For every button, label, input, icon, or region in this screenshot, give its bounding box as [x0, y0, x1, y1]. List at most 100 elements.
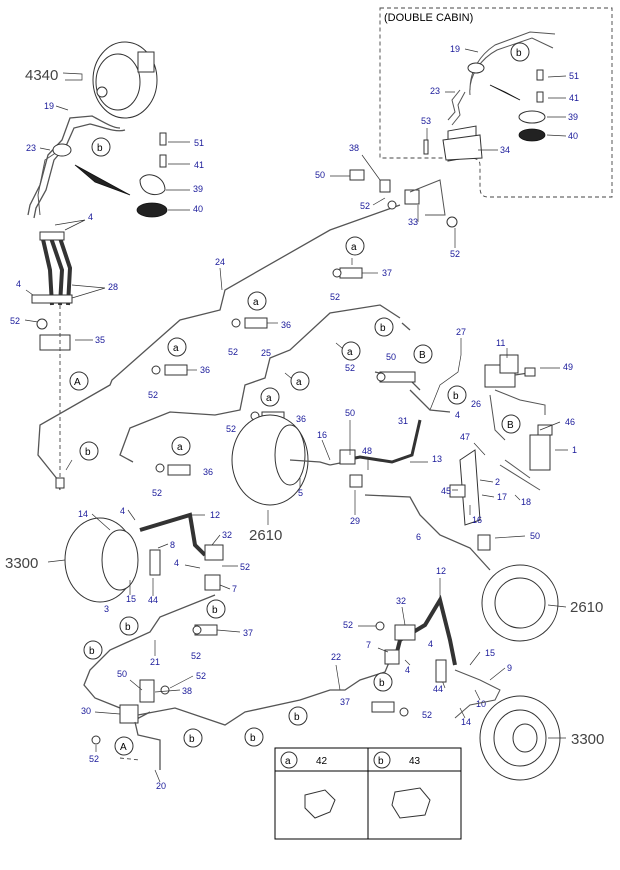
line-22: 22 b b b b 37 52 [137, 652, 432, 748]
proportioning-valve: 11 27 49 50 52 31 4 26 46 B b B [345, 327, 575, 441]
label-52-right: 52 [343, 620, 353, 630]
label-28: 28 [108, 282, 118, 292]
label-41-main: 41 [194, 160, 204, 170]
label-4340: 4340 [25, 67, 58, 84]
clip-group-36a: a 36 52 [228, 291, 291, 357]
label-14-right: 14 [461, 717, 471, 727]
marker-A-left: A [74, 377, 81, 388]
label-52-top-left: 52 [360, 201, 370, 211]
marker-a-25a: a [347, 347, 353, 358]
label-52-top-right: 52 [450, 249, 460, 259]
marker-B-valve: B [419, 350, 426, 361]
legend-table: a 42 b 43 [274, 747, 462, 840]
inset-marker-b: b [516, 48, 522, 59]
label-12-right: 12 [436, 566, 446, 576]
label-2: 2 [495, 477, 500, 487]
line-21: b b 21 b 37 52 [83, 594, 253, 721]
front-disc-3300-left: 3300 14 4 12 32 8 4 52 15 44 3 7 [5, 506, 250, 614]
label-34: 34 [500, 145, 510, 155]
label-16-rear: 16 [472, 515, 482, 525]
legend-code-b: 43 [409, 756, 421, 767]
line-6: 6 50 [364, 494, 540, 571]
marker-A-bottom: A [120, 742, 127, 753]
label-6: 6 [416, 532, 421, 542]
label-3300-left: 3300 [5, 555, 38, 572]
marker-b-valve: b [453, 391, 459, 402]
marker-b-37b: b [212, 605, 218, 616]
label-36-c: 36 [296, 414, 306, 424]
label-37-top: 37 [382, 268, 392, 278]
label-4-right: 4 [405, 665, 410, 675]
label-52-bottom: 52 [89, 754, 99, 764]
drum-2610-right: 2610 [481, 564, 603, 642]
label-4-left: 4 [120, 506, 125, 516]
label-15-right: 15 [485, 648, 495, 658]
marker-a-36d: a [177, 442, 183, 453]
label-2610-right: 2610 [570, 599, 603, 616]
label-35: 35 [95, 335, 105, 345]
label-46: 46 [565, 417, 575, 427]
label-52-36c: 52 [226, 424, 236, 434]
label-50-junction: 50 [117, 669, 127, 679]
label-52-bottom-right: 52 [422, 710, 432, 720]
label-31: 31 [398, 416, 408, 426]
label-32-right: 32 [396, 596, 406, 606]
label-10: 10 [476, 699, 486, 709]
marker-b-21a: b [125, 622, 131, 633]
label-52-36d: 52 [152, 488, 162, 498]
label-12-left: 12 [210, 510, 220, 520]
label-51-main: 51 [194, 138, 204, 148]
label-3300-right: 3300 [571, 731, 604, 748]
legend-marker-a: a [285, 756, 291, 767]
clip-b-illustration [391, 787, 431, 819]
clip-group-37: a 37 52 [330, 236, 392, 302]
label-15-left: 15 [126, 594, 136, 604]
marker-a-37: a [351, 242, 357, 253]
label-45: 45 [441, 486, 451, 496]
label-49: 49 [563, 362, 573, 372]
label-52-36b: 52 [148, 390, 158, 400]
label-2610-center: 2610 [249, 527, 282, 544]
label-16-center: 16 [317, 430, 327, 440]
label-52-37: 52 [330, 292, 340, 302]
line-25: 25 b a a [119, 304, 411, 463]
label-36-d: 36 [203, 467, 213, 477]
label-22: 22 [331, 652, 341, 662]
label-51: 51 [569, 71, 579, 81]
label-20: 20 [156, 781, 166, 791]
junction-30: 50 52 38 30 52 20 A [81, 669, 206, 791]
front-right-hardware: 12 32 52 7 4 15 4 9 44 10 14 [343, 566, 512, 727]
label-4-valve: 4 [455, 410, 460, 420]
label-25: 25 [261, 348, 271, 358]
label-37-mid: 37 [243, 628, 253, 638]
label-38-junction: 38 [182, 686, 192, 696]
marker-b-22c: b [294, 712, 300, 723]
label-39-main: 39 [193, 184, 203, 194]
label-21: 21 [150, 657, 160, 667]
marker-a-36b: a [173, 343, 179, 354]
marker-b-21b: b [89, 646, 95, 657]
label-39: 39 [568, 112, 578, 122]
marker-a-25b: a [296, 377, 302, 388]
label-32-left: 32 [222, 530, 232, 540]
label-11: 11 [496, 338, 505, 348]
label-4-right-2: 4 [428, 639, 433, 649]
double-cabin-title: (DOUBLE CABIN) [384, 12, 473, 24]
marker-a-36a: a [253, 297, 259, 308]
label-40-main: 40 [193, 204, 203, 214]
label-19-main: 19 [44, 101, 54, 111]
label-47: 47 [460, 432, 470, 442]
label-17: 17 [497, 492, 507, 502]
label-50-line6: 50 [530, 531, 540, 541]
label-18: 18 [521, 497, 531, 507]
marker-b-22d: b [379, 678, 385, 689]
label-30: 30 [81, 706, 91, 716]
clip-a-illustration [304, 789, 336, 819]
label-53: 53 [421, 116, 431, 126]
rear-axle-hardware: 47 1 2 17 18 16 45 [441, 432, 577, 526]
label-52-hose: 52 [10, 316, 20, 326]
label-50-valve: 50 [386, 352, 396, 362]
label-50-center: 50 [345, 408, 355, 418]
